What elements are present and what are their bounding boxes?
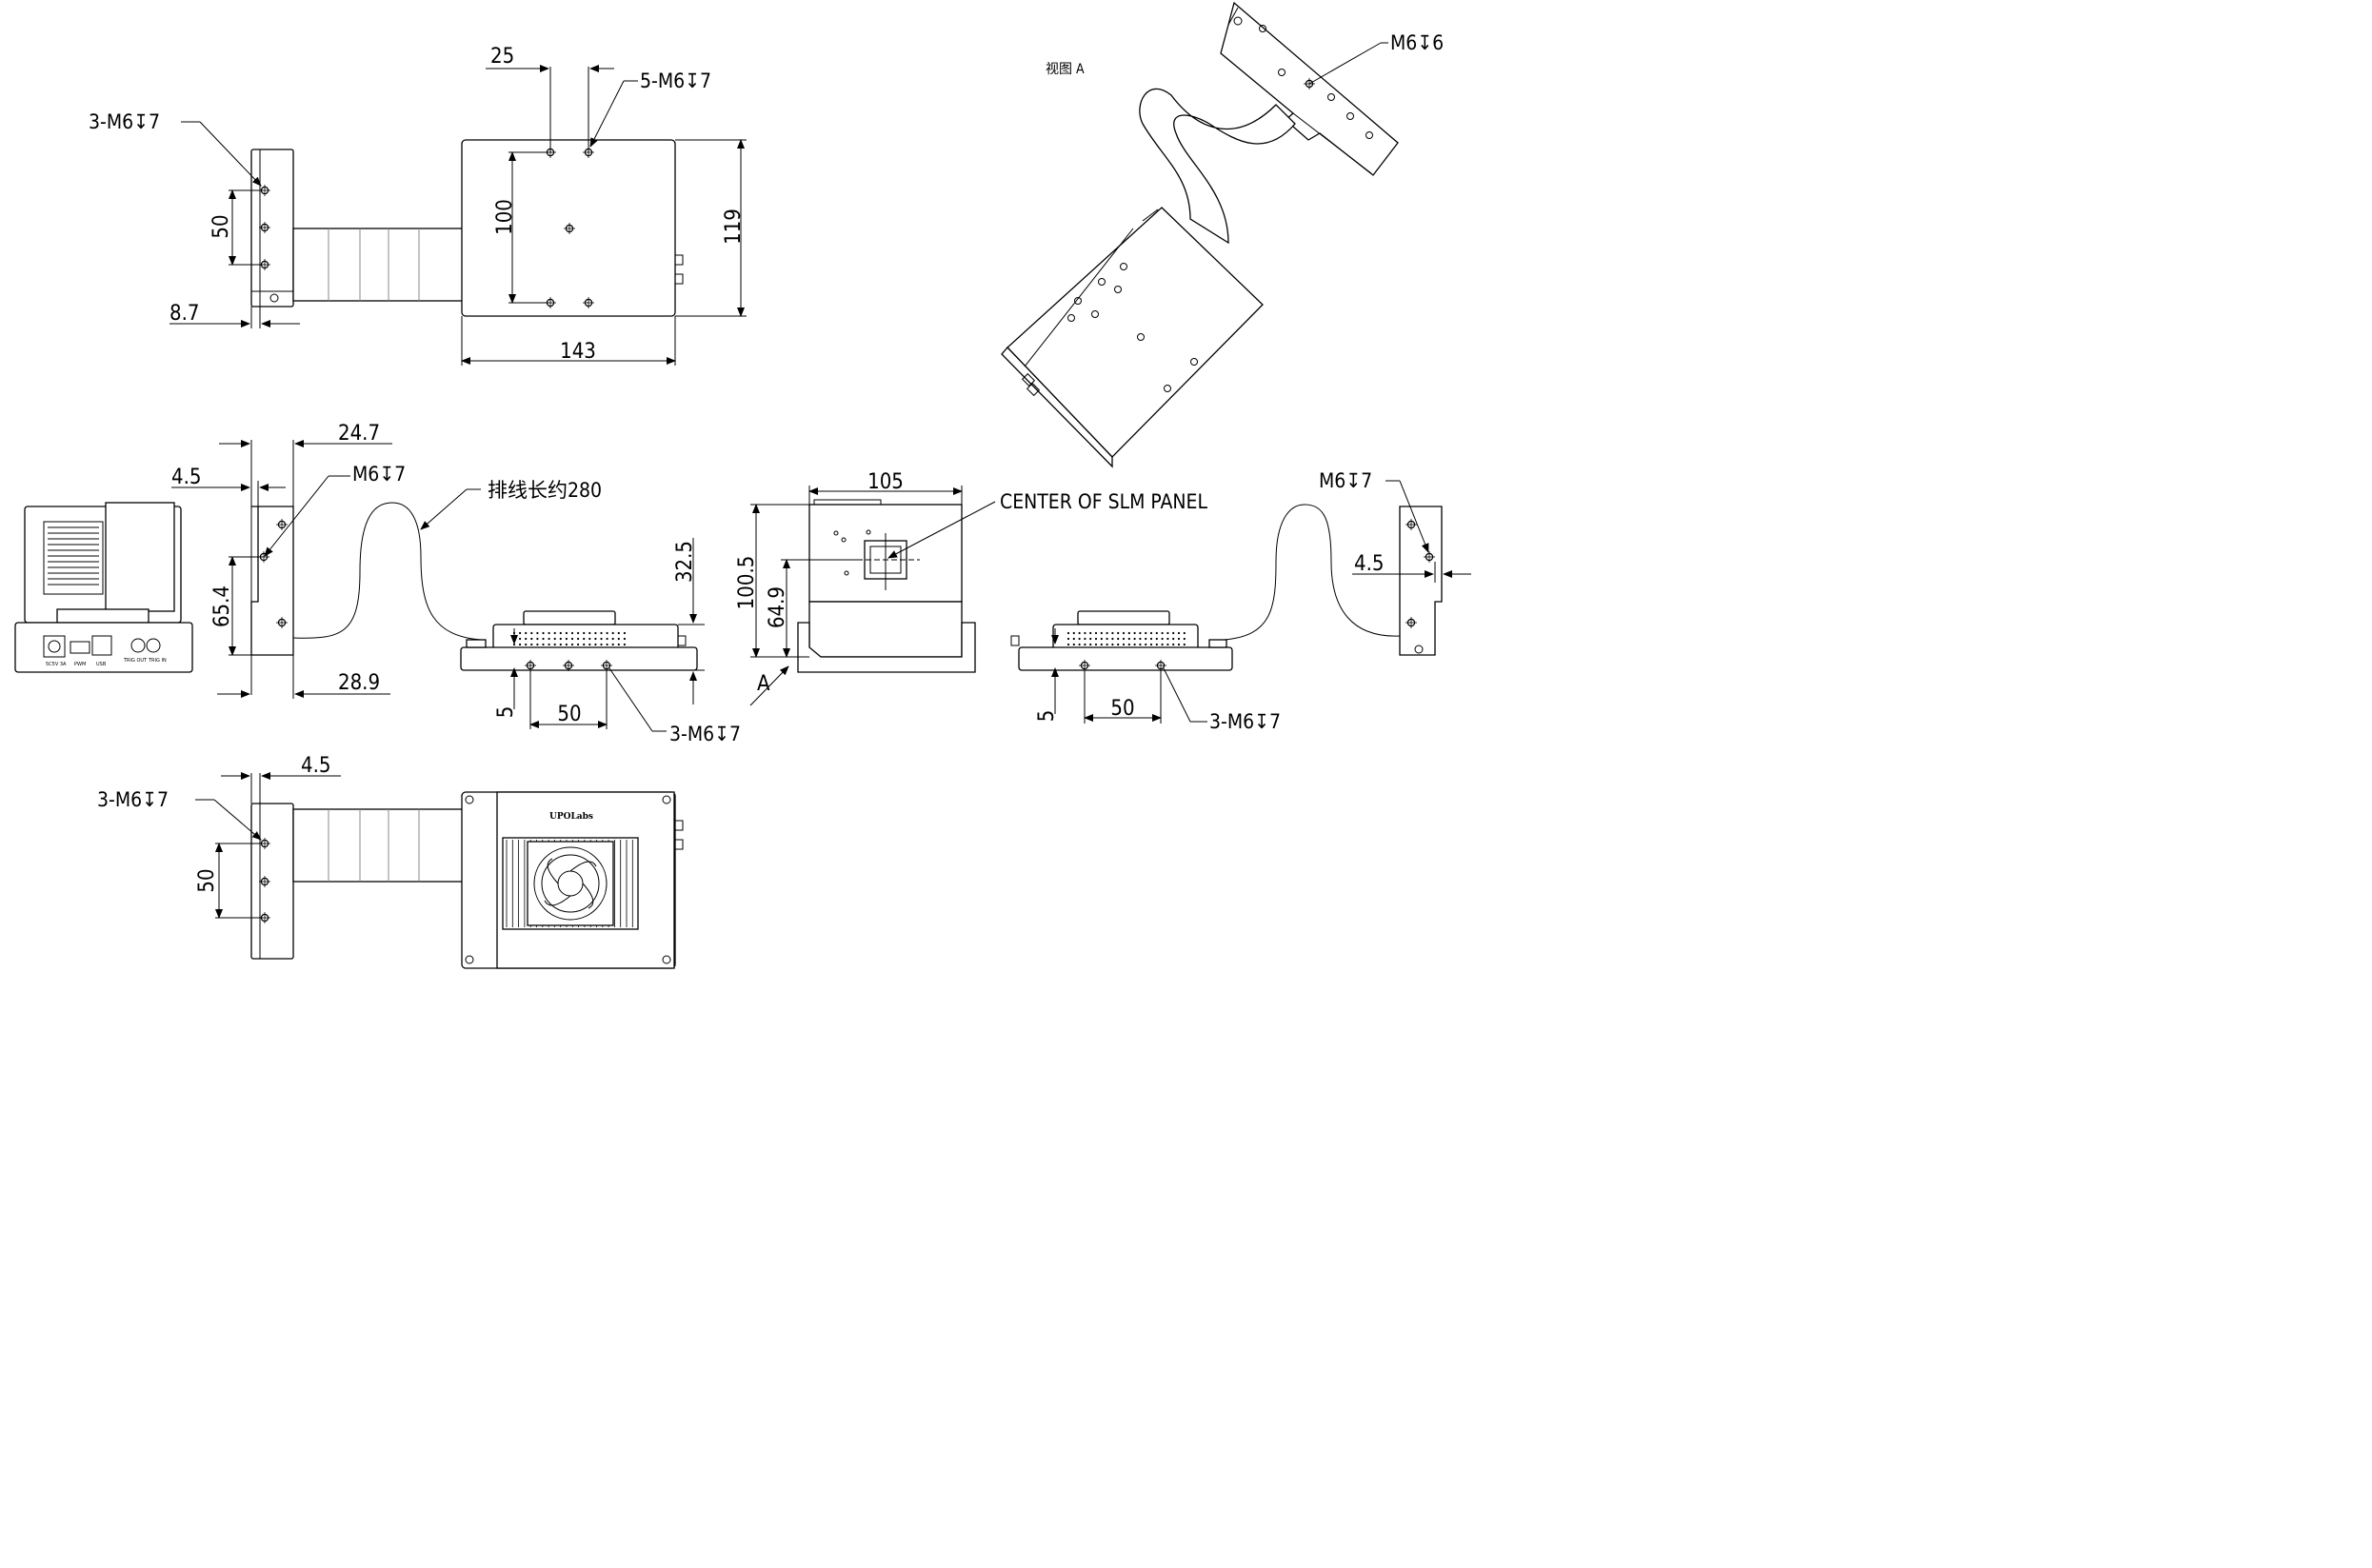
left-block-spacing: 50: [209, 214, 233, 238]
bottom-view: UPOLabs 4.5 3-M6↧7 50: [97, 754, 684, 969]
side-block-hole-spacing: 65.4: [210, 586, 234, 627]
view-a-callout: M6↧6: [1390, 31, 1444, 54]
front-center-height: 64.9: [766, 586, 789, 628]
right-view: 5 50 3-M6↧7 M6↧7 4.5: [1010, 469, 1471, 733]
side-block-offset: 4.5: [171, 466, 201, 489]
usb-port: [91, 635, 112, 656]
pwm-port: [70, 641, 90, 654]
power-port: [43, 635, 66, 658]
connector-label-trig-out: TRIG OUT: [123, 658, 148, 664]
side-block-bottom: 28.9: [338, 671, 380, 695]
mount-block: [250, 149, 294, 308]
right-block-offset: 4.5: [1354, 552, 1384, 576]
top-hole-spacing: 25: [490, 45, 514, 69]
top-view: 3-M6↧7 50 8.7 25 5-M6↧7 100 119: [89, 45, 747, 366]
head-edge-offset: 5: [494, 706, 518, 719]
left-block-callout: 3-M6↧7: [89, 110, 160, 133]
right-block-callout: M6↧7: [1319, 469, 1372, 492]
vent-dots: [1066, 631, 1186, 646]
left-block-offset: 8.7: [169, 302, 199, 326]
slm-head-side-view: 32.5 5 50 3-M6↧7: [460, 538, 741, 745]
front-width: 105: [867, 470, 904, 494]
center-note: CENTER OF SLM PANEL: [1000, 490, 1207, 513]
view-a: 视图 A M6↧6: [1001, 1, 1444, 468]
head-callout: 3-M6↧7: [669, 723, 741, 745]
ribbon-cable: [292, 502, 482, 641]
head-height: 32.5: [673, 541, 697, 583]
bottom-block-spacing: 50: [195, 868, 219, 892]
front-height: 100.5: [735, 556, 759, 610]
view-a-arrow-label: A: [757, 672, 770, 696]
right-head-callout: 3-M6↧7: [1209, 710, 1281, 733]
side-block-width: 24.7: [338, 422, 380, 446]
top-holes-callout: 5-M6↧7: [640, 69, 711, 92]
bottom-block-offset: 4.5: [301, 754, 330, 778]
brand-logo: UPOLabs: [549, 812, 593, 822]
view-a-title: 视图 A: [1046, 62, 1085, 77]
side-block-callout: M6↧7: [352, 463, 406, 486]
right-head-hole-spacing: 50: [1110, 697, 1134, 721]
body-height: 119: [722, 208, 746, 245]
vent-dots: [512, 631, 627, 646]
connector-label-pwm: PWM: [74, 662, 86, 667]
right-head-edge-offset: 5: [1035, 710, 1059, 723]
controller-base: [14, 622, 193, 673]
mount-block-side-view: 24.7 4.5 M6↧7 65.4 28.9: [171, 422, 406, 699]
technical-drawing: 3-M6↧7 50 8.7 25 5-M6↧7 100 119: [14, 1, 1471, 969]
fan: [533, 846, 608, 921]
vertical-hole-spacing: 100: [493, 199, 517, 235]
cable-note: 排线长约280: [488, 479, 602, 502]
front-view: 105 100.5 64.9 CENTER OF SLM PANEL A: [735, 470, 1207, 706]
trig-out-port: [130, 638, 146, 653]
connector-label-usb: USB: [96, 662, 107, 667]
body-width: 143: [560, 340, 596, 364]
flex-cable: [292, 228, 464, 302]
bottom-block-callout: 3-M6↧7: [97, 788, 169, 811]
controller-side-view: 5C5V 3A PWM USB TRIG OUT TRIG IN: [14, 502, 193, 673]
connector-label-trig-in: TRIG IN: [148, 658, 167, 664]
trig-in-port: [146, 638, 161, 653]
connector-label-power: 5C5V 3A: [46, 662, 67, 667]
head-hole-spacing: 50: [557, 703, 581, 726]
